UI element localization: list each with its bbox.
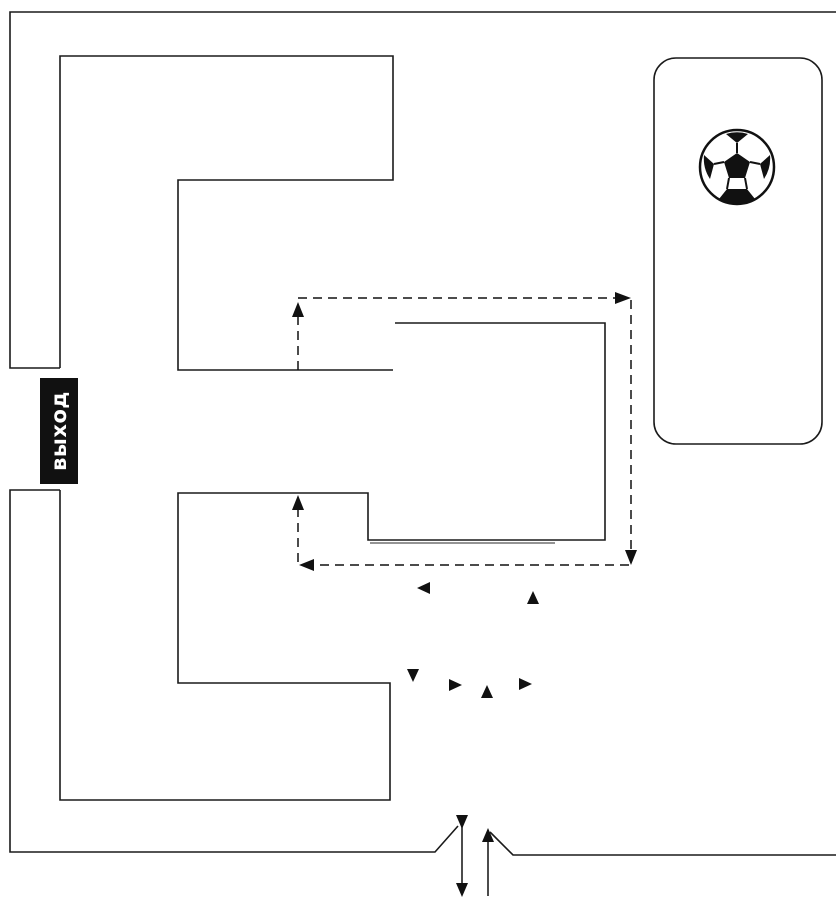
- arrow-down-right: [625, 550, 637, 565]
- arrow-left-bottom: [299, 559, 314, 571]
- arrow-up-lobby-2: [481, 685, 493, 698]
- arrow-right-lobby-1: [449, 679, 462, 691]
- entrance-arrow-out-head-bottom: [456, 883, 468, 897]
- corridor-wall-lower: [59, 322, 606, 801]
- exit-sign-label: выход: [47, 391, 71, 471]
- arrow-up-lobby: [527, 591, 539, 604]
- entrance-arrow-in-head: [482, 828, 494, 842]
- outer-wall-bottom-right: [489, 831, 836, 856]
- arrow-left-lobby: [417, 582, 430, 594]
- corridor-wall-upper: [59, 55, 394, 371]
- soccer-ball-icon: [698, 128, 776, 206]
- soccer-field: [653, 57, 823, 445]
- arrow-down-lobby: [407, 669, 419, 682]
- arrow-right-top: [615, 292, 631, 304]
- outer-wall-bottom-left: [9, 489, 459, 853]
- arrow-up-lower-left: [292, 495, 304, 510]
- exit-sign: выход: [40, 378, 78, 484]
- arrow-up-left: [292, 302, 304, 317]
- outer-wall-top-left: [9, 11, 836, 369]
- arrow-right-lobby-2: [519, 678, 532, 690]
- entrance-arrow-out-head-top: [456, 815, 468, 829]
